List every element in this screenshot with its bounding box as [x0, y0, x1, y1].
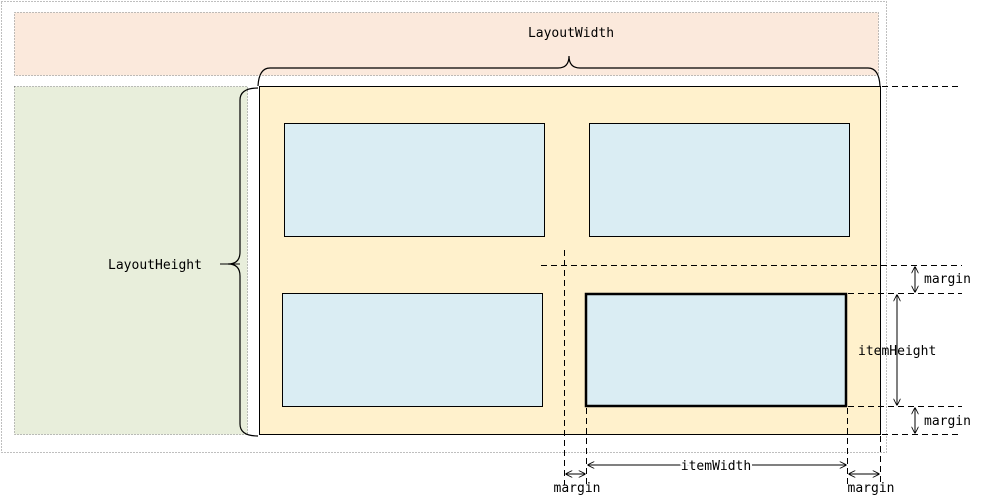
layout-height-label: LayoutHeight [108, 258, 202, 273]
guide-lines [541, 86, 962, 485]
header-band [14, 12, 879, 76]
outer-frame [1, 1, 887, 453]
margin-bottom-label: margin [924, 414, 971, 429]
side-panel [14, 86, 248, 435]
margin-left-label: margin [554, 481, 601, 496]
item-width-label: itemWidth [681, 459, 751, 474]
layout-width-brace [257, 55, 881, 87]
layout-width-label: LayoutWidth [528, 26, 614, 41]
grid-item-1 [284, 123, 545, 237]
grid-item-3 [282, 293, 543, 407]
grid-item-2 [589, 123, 850, 237]
margin-right-label: margin [848, 481, 895, 496]
margin-top-label: margin [924, 272, 971, 287]
grid-item-highlighted [584, 292, 848, 408]
item-height-label: itemHeight [858, 344, 936, 359]
